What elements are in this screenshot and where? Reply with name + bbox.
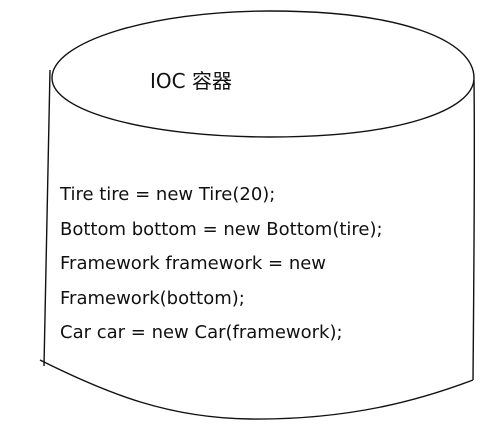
cylinder-top-ellipse [51,10,475,138]
cylinder-bottom-curve [39,359,474,420]
container-title: IOC 容器 [150,69,232,93]
code-line-4: Framework(bottom); [60,287,245,309]
code-line-1: Tire tire = new Tire(20); [60,184,276,205]
cylinder-left-wall [43,69,51,367]
code-line-2: Bottom bottom = new Bottom(tire); [60,218,383,240]
code-line-3: Framework framework = new [60,253,327,274]
code-line-5: Car car = new Car(framework); [60,322,343,343]
cylinder-right-wall [472,79,476,381]
code-block: Tire tire = new Tire(20); Bottom bottom … [60,178,383,351]
